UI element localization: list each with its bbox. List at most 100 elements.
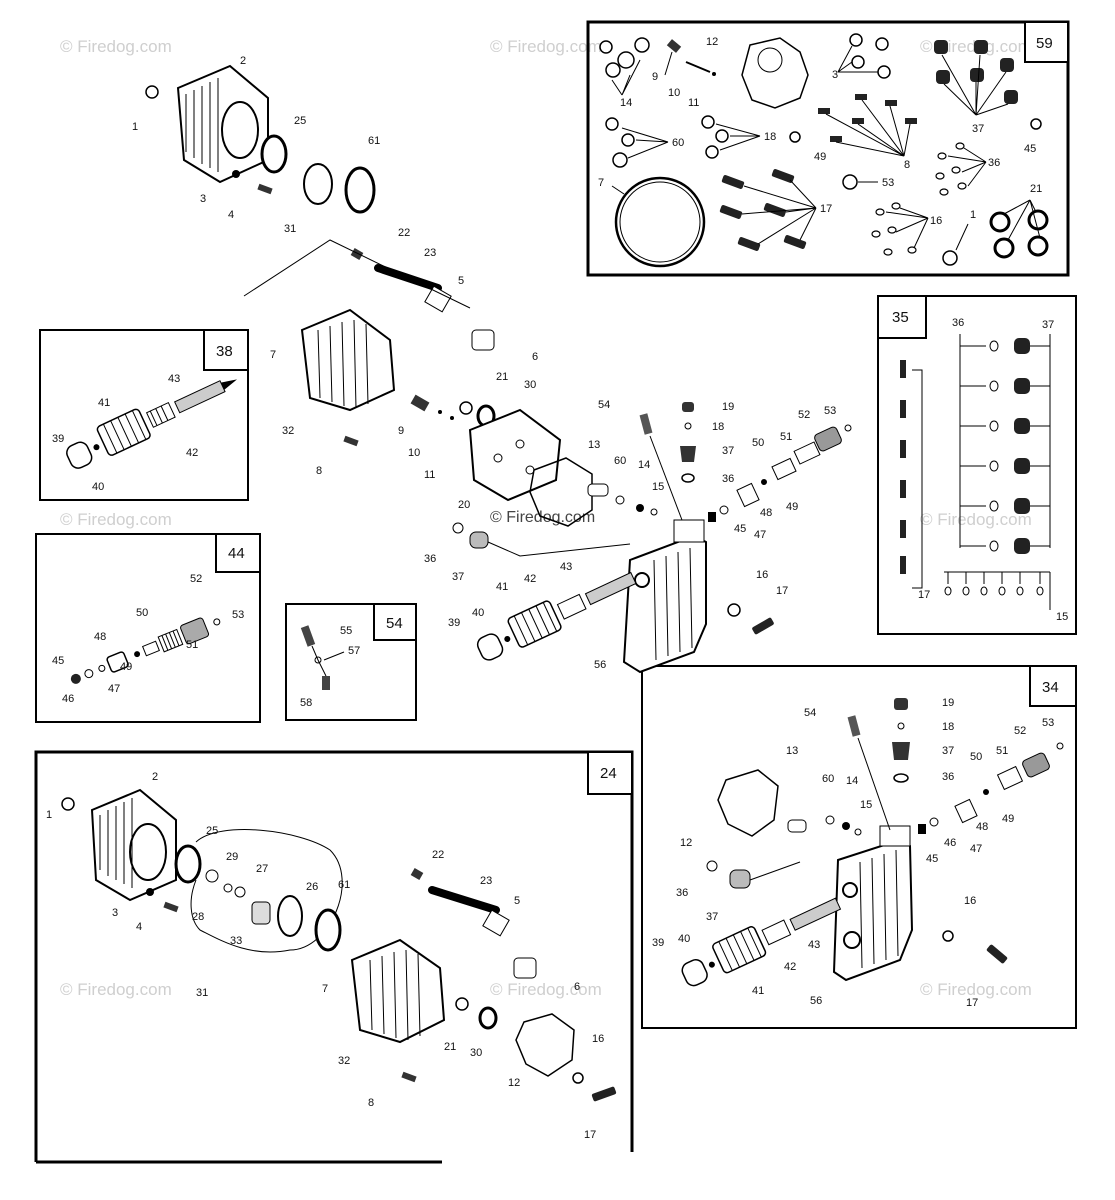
part-label: 6: [574, 981, 580, 993]
part-label: 4: [228, 209, 234, 221]
part-label: 47: [108, 683, 120, 695]
part-label: 18: [942, 721, 954, 733]
part-label: 6: [532, 351, 538, 363]
part-label: 36: [722, 473, 734, 485]
part-label: 16: [964, 895, 976, 907]
part-label: 18: [764, 131, 776, 143]
part-label: 29: [226, 851, 238, 863]
part-label: 13: [786, 745, 798, 757]
part-label: 16: [756, 569, 768, 581]
part-label: 40: [472, 607, 484, 619]
part-label: 42: [186, 447, 198, 459]
part-label: 21: [496, 371, 508, 383]
box-54: 54 55 57 58: [285, 603, 417, 721]
part-label: 17: [918, 589, 930, 601]
part-label: 43: [560, 561, 572, 573]
part-label: 25: [294, 115, 306, 127]
watermark: © Firedog.com: [60, 510, 172, 529]
box-35: 35 36 37: [877, 295, 1077, 635]
part-label: 37: [722, 445, 734, 457]
part-label: 48: [94, 631, 106, 643]
part-label: 1: [46, 809, 52, 821]
part-label: 17: [776, 585, 788, 597]
part-label: 9: [652, 71, 658, 83]
part-label: 61: [338, 879, 350, 891]
part-label: 50: [970, 751, 982, 763]
part-label: 40: [92, 481, 104, 493]
part-label: 3: [832, 69, 838, 81]
part-label: 54: [804, 707, 816, 719]
part-label: 15: [860, 799, 872, 811]
box-59: 59: [586, 20, 1070, 277]
part-label: 30: [470, 1047, 482, 1059]
part-label: 36: [952, 317, 964, 329]
watermark: © Firedog.com: [60, 37, 172, 56]
watermark: © Firedog.com: [490, 37, 602, 56]
part-label: 26: [306, 881, 318, 893]
part-label: 41: [496, 581, 508, 593]
part-label: 2: [152, 771, 158, 783]
part-label: 58: [300, 697, 312, 709]
part-label: 53: [824, 405, 836, 417]
seat-rows: [960, 338, 1050, 554]
part-label: 40: [678, 933, 690, 945]
box-tag: 35: [892, 309, 909, 326]
part-label: 51: [186, 639, 198, 651]
part-label: 5: [458, 275, 464, 287]
box-tag: 24: [600, 765, 617, 782]
part-label: 48: [976, 821, 988, 833]
part-label: 49: [786, 501, 798, 513]
part-label: 37: [452, 571, 464, 583]
part-label: 15: [1056, 611, 1068, 623]
part-label: 47: [970, 843, 982, 855]
part-label: 11: [424, 469, 435, 481]
part-label: 18: [712, 421, 724, 433]
part-label: 54: [598, 399, 610, 411]
part-label: 51: [780, 431, 792, 443]
part-label: 3: [112, 907, 118, 919]
part-label: 41: [752, 985, 764, 997]
part-label: 17: [584, 1129, 596, 1141]
part-label: 45: [926, 853, 938, 865]
box-24: 24 2: [34, 750, 634, 1164]
part-label: 56: [594, 659, 606, 671]
watermark: © Firedog.com: [920, 980, 1032, 999]
part-label: 9: [398, 425, 404, 437]
part-label: 14: [638, 459, 650, 471]
part-label: 53: [882, 177, 894, 189]
part-label: 57: [348, 645, 360, 657]
part-label: 42: [784, 961, 796, 973]
bolt-column: [900, 360, 923, 589]
part-label: 43: [808, 939, 820, 951]
part-label: 16: [592, 1033, 604, 1045]
box-38: 38 43 41 42 39 40: [39, 329, 249, 501]
watermark: © Firedog.com: [60, 980, 172, 999]
part-label: 22: [432, 849, 444, 861]
part-label: 30: [524, 379, 536, 391]
part-label: 8: [368, 1097, 374, 1109]
part-label: 56: [810, 995, 822, 1007]
part-label: 49: [1002, 813, 1014, 825]
part-label: 32: [282, 425, 294, 437]
part-label: 8: [316, 465, 322, 477]
part-label: 14: [620, 97, 632, 109]
watermark: © Firedog.com: [920, 510, 1032, 529]
part-label: 37: [706, 911, 718, 923]
part-label: 23: [480, 875, 492, 887]
part-label: 45: [734, 523, 746, 535]
part-label: 41: [98, 397, 110, 409]
part-label: 14: [846, 775, 858, 787]
part-label: 17: [966, 997, 978, 1009]
part-label: 7: [270, 349, 276, 361]
part-label: 20: [458, 499, 470, 511]
part-label: 37: [1042, 319, 1054, 331]
part-label: 39: [652, 937, 664, 949]
part-label: 45: [52, 655, 64, 667]
part-label: 10: [668, 87, 680, 99]
part-label: 4: [136, 921, 142, 933]
part-label: 25: [206, 825, 218, 837]
main-assembly: 2 1 25 61 3 4 31 22 23 5 6 7 32 9 10 11 …: [132, 55, 852, 674]
part-label: 60: [822, 773, 834, 785]
part-label: 5: [514, 895, 520, 907]
part-label: 36: [424, 553, 436, 565]
